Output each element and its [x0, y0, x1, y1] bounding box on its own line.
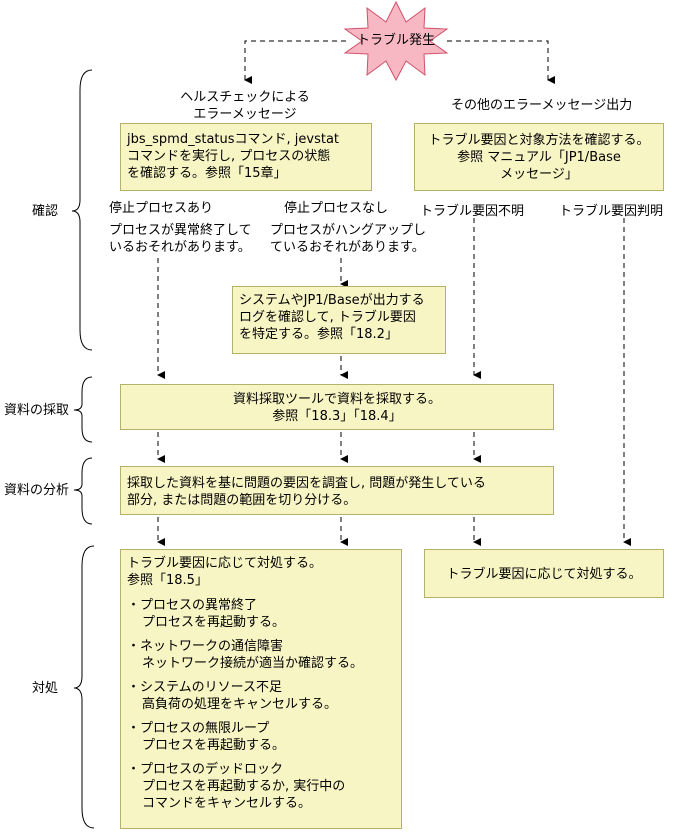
status-check-line: コマンドを実行し, プロセスの状態 [127, 149, 331, 164]
handle-item-detail: コマンドをキャンセルする。 [142, 796, 312, 811]
arrow-to-other-messages [447, 40, 555, 84]
note-hangup: プロセスがハングアップし ているおそれがあります。 [270, 222, 426, 256]
handle-item: ・システムのリソース不足 高負荷の処理をキャンセルする。 [127, 679, 401, 713]
analyze-line: 部分, または問題の範囲を切り分ける。 [127, 493, 357, 508]
collect-tool-line: 参照「18.3」「18.4」 [272, 409, 402, 424]
section-confirm: 確認 [32, 204, 59, 219]
handle-item-detail: 高負荷の処理をキャンセルする。 [142, 697, 338, 712]
handle-intro-line: トラブル要因に応じて対処する。 [127, 556, 323, 571]
handle-item-detail: プロセスを再起動する。 [142, 738, 286, 753]
status-check-line: を確認する。参照「15章」 [127, 166, 287, 181]
section-analyze: 資料の分析 [4, 483, 70, 498]
section-collect: 資料の採取 [4, 403, 70, 418]
health-check-header-line: ヘルスチェックによる [180, 90, 310, 105]
arrow-to-health-check [244, 40, 346, 84]
handle-item-title: ・ネットワークの通信障害 [127, 639, 284, 654]
cause-method-line: トラブル要因と対象方法を確認する。 [428, 133, 650, 148]
collect-tool-box: 資料採取ツールで資料を採取する。 参照「18.3」「18.4」 [120, 384, 554, 430]
handle-item: ・プロセスの無限ループ プロセスを再起動する。 [127, 720, 401, 754]
handle-item: ・プロセスのデッドロック プロセスを再起動するか, 実行中の コマンドをキャンセ… [127, 761, 401, 812]
handle-intro-line: 参照「18.5」 [127, 573, 208, 588]
handle-by-cause-box: トラブル要因に応じて対処する。 [424, 549, 664, 598]
trouble-occurred-label: トラブル発生 [356, 33, 435, 48]
handle-by-cause-text: トラブル要因に応じて対処する。 [446, 567, 642, 582]
note-hangup-line: プロセスがハングアップし [270, 223, 427, 238]
note-abnormal-end-line: いるおそれがあります。 [109, 240, 251, 255]
note-hangup-line: ているおそれがあります。 [270, 240, 425, 255]
handle-item-detail: ネットワーク接続が適当か確認する。 [142, 656, 364, 671]
status-check-box: jbs_spmd_statusコマンド, jevstat コマンドを実行し, プ… [120, 123, 372, 191]
cause-method-line: 参照 マニュアル「JP1/Base [457, 150, 621, 165]
analyze-line: 採取した資料を基に問題の要因を調査し, 問題が発生している [127, 476, 486, 491]
cause-method-box: トラブル要因と対象方法を確認する。 参照 マニュアル「JP1/Base メッセー… [414, 123, 664, 191]
handle-item: ・プロセスの異常終了 プロセスを再起動する。 [127, 597, 401, 631]
log-check-box: システムやJP1/Baseが出力する ログを確認して, トラブル要因 を特定する… [232, 286, 446, 354]
branch-stopped: 停止プロセスあり [109, 201, 214, 216]
health-check-header: ヘルスチェックによる エラーメッセージ [158, 89, 332, 123]
brace-handle [73, 545, 95, 829]
other-messages-header: その他のエラーメッセージ出力 [451, 98, 633, 113]
handle-item-detail: プロセスを再起動する。 [142, 615, 286, 630]
analyze-box: 採取した資料を基に問題の要因を調査し, 問題が発生している 部分, または問題の… [120, 466, 554, 515]
handle-item-title: ・システムのリソース不足 [127, 680, 282, 695]
brace-collect [73, 376, 93, 443]
handle-item-title: ・プロセスのデッドロック [127, 762, 284, 777]
section-handle: 対処 [32, 681, 59, 696]
brace-analyze [73, 457, 93, 525]
health-check-header-line: エラーメッセージ [193, 107, 297, 122]
branch-not-stopped: 停止プロセスなし [284, 201, 389, 216]
note-abnormal-end-line: プロセスが異常終了して [109, 223, 252, 238]
log-check-line: システムやJP1/Baseが出力する [239, 293, 425, 308]
trouble-burst-shape [343, 0, 449, 82]
log-check-line: ログを確認して, トラブル要因 [239, 310, 416, 325]
branch-known: トラブル要因判明 [559, 204, 664, 219]
branch-unknown: トラブル要因不明 [420, 204, 525, 219]
collect-tool-line: 資料採取ツールで資料を採取する。 [232, 392, 441, 407]
note-abnormal-end: プロセスが異常終了して いるおそれがあります。 [109, 222, 252, 256]
brace-confirm [71, 69, 93, 351]
handle-item-title: ・プロセスの無限ループ [127, 721, 270, 736]
log-check-line: を特定する。参照「18.2」 [239, 327, 398, 342]
handle-main-box: トラブル要因に応じて対処する。 参照「18.5」 ・プロセスの異常終了 プロセス… [120, 549, 402, 829]
handle-item: ・ネットワークの通信障害 ネットワーク接続が適当か確認する。 [127, 638, 401, 672]
cause-method-line: メッセージ」 [500, 167, 578, 182]
status-check-line: jbs_spmd_statusコマンド, jevstat [127, 132, 340, 147]
handle-item-detail: プロセスを再起動するか, 実行中の [142, 779, 346, 794]
handle-item-title: ・プロセスの異常終了 [127, 598, 258, 613]
